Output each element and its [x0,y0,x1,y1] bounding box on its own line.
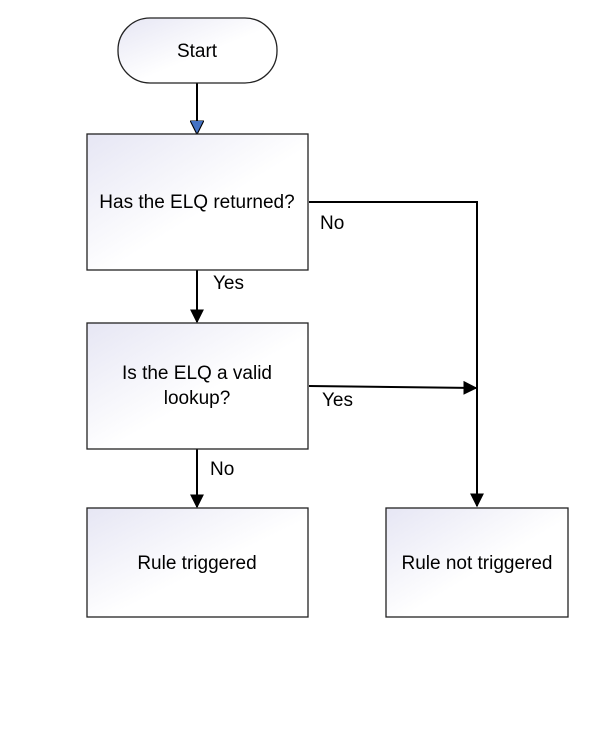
outcome-rule-not-triggered: Rule not triggered [385,507,569,618]
outcome-rule-not-triggered-label: Rule not triggered [401,553,552,574]
edge-label-q1-no: No [320,213,344,234]
edge-q1-no-to-not-triggered [309,201,484,508]
start-label: Start [177,41,218,62]
outcome-rule-triggered: Rule triggered [86,507,309,618]
decision-elq-returned-label: Has the ELQ returned? [99,192,294,213]
edge-label-q2-no: No [210,459,234,480]
outcome-rule-triggered-label: Rule triggered [137,553,256,574]
edge-q2-yes-to-no-line [308,380,478,395]
start-node: Start [117,17,278,84]
decision-elq-valid-lookup-line2: lookup? [164,388,231,409]
decision-elq-valid-lookup-line1: Is the ELQ a valid [122,363,272,384]
edge-label-q1-yes: Yes [213,273,244,294]
edge-label-q2-yes: Yes [322,390,353,411]
decision-elq-returned: Has the ELQ returned? [86,133,309,271]
decision-elq-valid-lookup: Is the ELQ a valid lookup? [86,322,309,450]
